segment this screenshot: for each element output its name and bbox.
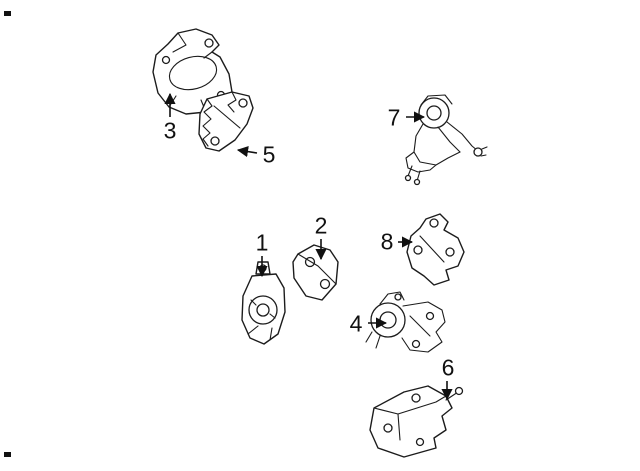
part-4-drawing[interactable] [365,291,446,353]
callout-7-label: 7 [387,104,401,131]
callout-6-label: 6 [441,354,455,381]
part-1-drawing[interactable] [241,261,286,345]
callout-2[interactable]: 2 [314,212,328,239]
callout-7[interactable]: 7 [387,104,401,131]
callout-5-label: 5 [262,141,276,168]
arrow-5 [236,146,258,158]
callout-4-label: 4 [349,310,363,337]
part-3-drawing[interactable] [152,28,233,115]
part-2-drawing[interactable] [292,244,339,301]
callout-6[interactable]: 6 [441,354,455,381]
callout-1-label: 1 [255,229,269,256]
part-7-drawing[interactable] [404,94,488,186]
registration-mark-bottom [4,452,11,457]
callout-5[interactable]: 5 [262,141,276,168]
part-6-drawing[interactable] [369,385,464,458]
callout-8[interactable]: 8 [380,228,394,255]
callout-3-label: 3 [163,117,177,144]
callout-4[interactable]: 4 [349,310,363,337]
registration-mark-top [4,11,11,16]
part-8-drawing[interactable] [406,213,465,286]
callout-2-label: 2 [314,212,328,239]
part-5-drawing[interactable] [198,91,254,152]
callout-1[interactable]: 1 [255,229,269,256]
callout-3[interactable]: 3 [163,117,177,144]
callout-8-label: 8 [380,228,394,255]
